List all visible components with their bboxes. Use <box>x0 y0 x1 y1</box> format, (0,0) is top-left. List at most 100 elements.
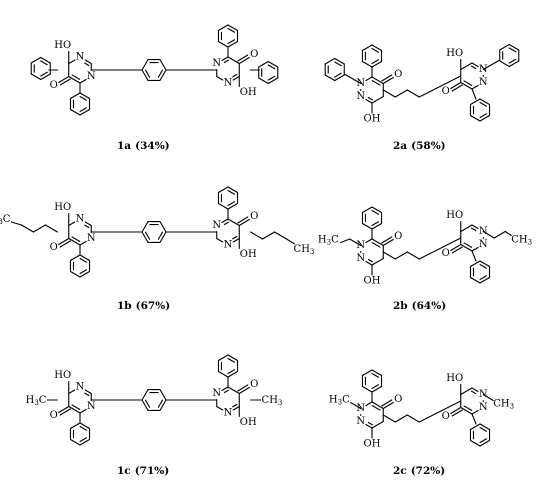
phenyl-bond <box>258 60 269 68</box>
carbonyl-bond <box>382 238 394 247</box>
phenyl-bond <box>479 114 491 122</box>
ring-nitrogen: N <box>76 52 85 63</box>
hydroxyl-label: HO <box>54 202 71 213</box>
ring-bond <box>371 401 384 410</box>
phenyl-bond <box>479 98 491 106</box>
phenyl-bond <box>40 56 51 64</box>
double-bond <box>371 80 381 86</box>
ring-bond <box>371 257 384 266</box>
double-bond <box>71 74 81 80</box>
double-bond <box>367 258 374 263</box>
alkyl-bond <box>286 238 296 245</box>
ring-bond <box>79 240 87 246</box>
phenylene-bond <box>141 231 149 243</box>
phenyl-bond <box>469 260 481 268</box>
n-phenyl-bond <box>471 250 477 262</box>
hydroxyl-label: OH <box>240 417 257 428</box>
compound-id: 1a <box>117 140 132 152</box>
phenyl-bond <box>227 186 239 194</box>
alkyl-bond <box>493 230 506 239</box>
ring-bond <box>471 409 479 415</box>
phenyl-bond <box>499 60 510 68</box>
phenyl-bond <box>371 369 383 377</box>
double-bond <box>84 62 90 67</box>
ring-bond <box>365 76 373 82</box>
ring-bond <box>365 401 373 407</box>
double-bond <box>371 405 381 411</box>
carbonyl-double <box>381 74 393 82</box>
hydroxyl-label: OH <box>364 439 381 450</box>
bridge-bond <box>406 414 420 423</box>
compound-yield: (58%) <box>411 140 446 152</box>
phenyl-bond <box>469 423 481 431</box>
carbonyl-double <box>237 54 249 62</box>
ring-bond <box>221 56 229 62</box>
ring-bond <box>221 218 229 224</box>
carbonyl-double <box>451 246 463 254</box>
methyl-label: H3C <box>0 214 11 227</box>
phenyl-bond <box>371 222 383 230</box>
double-bond <box>232 73 238 78</box>
ring-nitrogen: N <box>479 402 488 413</box>
phenyl-bond <box>371 44 383 52</box>
phenyl-bond <box>469 276 481 284</box>
double-bond <box>40 60 48 66</box>
phenyl-bond <box>69 438 81 446</box>
double-bond <box>267 75 276 81</box>
phenyl-bond <box>267 77 279 85</box>
double-bond <box>223 59 230 64</box>
methyl-bond <box>350 401 362 410</box>
ring-bond <box>460 224 473 233</box>
double-bond <box>371 384 380 390</box>
phenylene-bond <box>141 69 149 81</box>
phenylene-bond <box>159 221 167 233</box>
ring-bond <box>68 389 76 395</box>
double-bond <box>371 372 380 378</box>
double-bond <box>157 231 163 240</box>
bridge-bond <box>418 75 462 98</box>
ring-bond <box>232 75 240 81</box>
double-bond <box>79 257 88 263</box>
phenyl-bond <box>217 186 229 194</box>
ring-bond <box>471 224 479 230</box>
ring-bond <box>460 406 473 415</box>
caption-1c: 1c(71%) <box>117 465 169 477</box>
caption-2a: 2a(58%) <box>393 140 446 152</box>
double-bond <box>367 96 374 101</box>
hydroxyl-label: HO <box>446 48 463 59</box>
phenyl-bond <box>217 370 229 378</box>
double-bond <box>334 72 342 78</box>
phenyl-bond <box>69 254 81 262</box>
phenylene-bond <box>159 231 167 243</box>
carbonyl-double <box>451 84 463 92</box>
hydroxyl-label: OH <box>364 276 381 287</box>
double-bond <box>227 27 236 33</box>
phenylene-bond <box>159 389 167 401</box>
ring-bond <box>371 238 384 247</box>
bridge-bond <box>382 251 396 260</box>
phenylene-bond <box>141 59 149 71</box>
hydroxyl-label: HO <box>54 40 71 51</box>
methyl-label: H3C <box>329 394 350 407</box>
methyl-label: CH3 <box>294 244 315 257</box>
carbonyl-oxygen: O <box>394 69 402 80</box>
phenyl-bond <box>217 24 229 32</box>
double-bond <box>232 235 238 240</box>
compound-yield: (67%) <box>135 300 171 312</box>
alkyl-bond <box>340 238 351 244</box>
phenyl-bond <box>479 276 491 284</box>
double-bond <box>371 221 380 227</box>
double-bond <box>79 107 88 113</box>
ring-bond <box>227 56 240 65</box>
carbonyl-oxygen: O <box>442 248 450 259</box>
phenyl-bond <box>217 40 229 48</box>
ring-bond <box>471 62 479 68</box>
ring-bond <box>227 386 240 395</box>
double-bond <box>227 201 236 207</box>
ring-bond <box>365 260 373 266</box>
alkyl-bond <box>250 231 264 240</box>
phenyl-bond <box>334 57 345 65</box>
phenyl-bond <box>469 439 481 447</box>
ring-bond <box>216 237 224 243</box>
double-bond <box>157 399 163 408</box>
